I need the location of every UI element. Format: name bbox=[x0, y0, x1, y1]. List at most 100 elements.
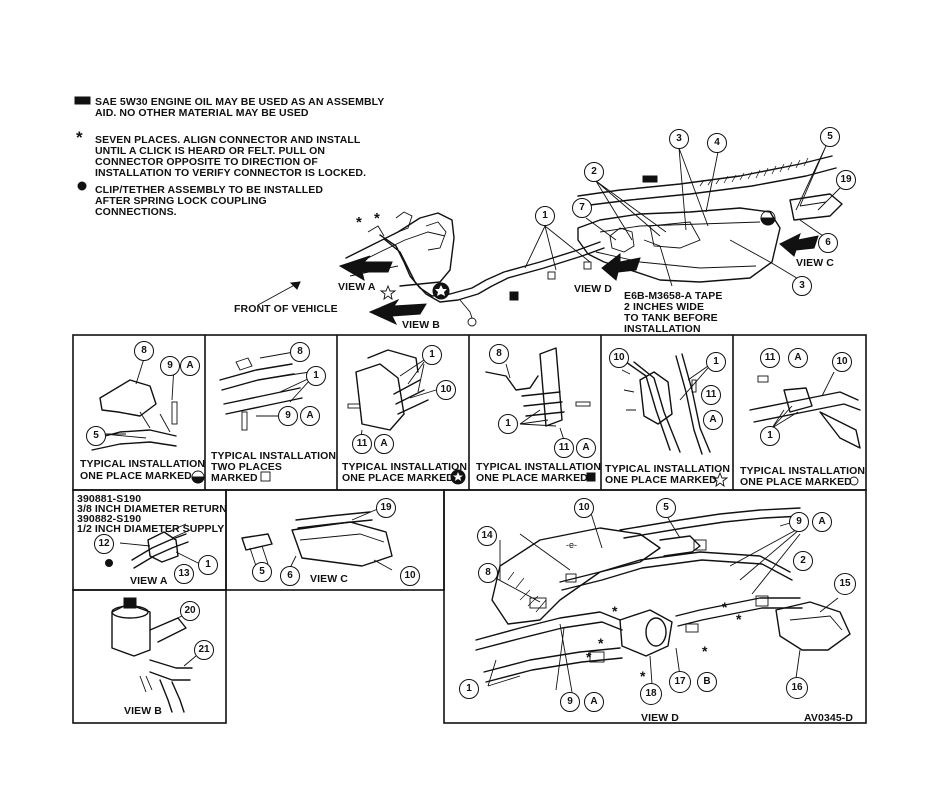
typ4-caption-line-1: TYPICAL INSTALLATION bbox=[476, 461, 602, 473]
typ2-callout-9: 9 bbox=[278, 406, 298, 426]
svg-text:*: * bbox=[586, 649, 592, 665]
typ2-callout-a: A bbox=[300, 406, 320, 426]
overview-callout-5: 5 bbox=[820, 127, 840, 147]
typ1-callout-5: 5 bbox=[86, 426, 106, 446]
overview-callout-6: 6 bbox=[818, 233, 838, 253]
typical-panel-3-art bbox=[347, 349, 437, 445]
view-d-callout-16: 16 bbox=[786, 677, 808, 699]
view-a-callout-1: 1 bbox=[198, 555, 218, 575]
typ6-callout-a: A bbox=[788, 348, 808, 368]
open-star-marker bbox=[711, 471, 729, 488]
figure-id: AV0345-D bbox=[804, 712, 854, 724]
typ5-callout-1: 1 bbox=[706, 352, 726, 372]
typ1-caption-line-1: TYPICAL INSTALLATION bbox=[80, 458, 206, 470]
typical-panel-2-art bbox=[219, 351, 311, 431]
view-b-callout-21: 21 bbox=[194, 640, 214, 660]
typical-panel-4-art bbox=[485, 347, 591, 441]
view-c-callout-10: 10 bbox=[400, 566, 420, 586]
view-d-callout-9b: 9 bbox=[560, 692, 580, 712]
view-d-callout-2: 2 bbox=[793, 551, 813, 571]
typ2-caption-line-1: TYPICAL INSTALLATION bbox=[211, 450, 337, 462]
typ3-callout-10: 10 bbox=[436, 380, 456, 400]
black-bar-symbol bbox=[74, 96, 91, 105]
view-a-part-1: 390881-S190 bbox=[77, 493, 142, 505]
typ1-caption-line-2: ONE PLACE MARKED bbox=[80, 470, 192, 482]
overview-callout-7: 7 bbox=[572, 198, 592, 218]
typical-panel-5-art bbox=[621, 353, 711, 455]
typ4-callout-1: 1 bbox=[498, 414, 518, 434]
typ6-callout-11: 11 bbox=[760, 348, 780, 368]
open-circle-marker bbox=[849, 476, 859, 486]
svg-text:*: * bbox=[736, 611, 742, 627]
view-d-arrow-label: VIEW D bbox=[574, 283, 612, 295]
typ1-callout-a: A bbox=[180, 356, 200, 376]
panel-borders bbox=[72, 334, 867, 724]
overview-drawing: * * bbox=[257, 145, 843, 327]
front-of-vehicle-label: FRONT OF VEHICLE bbox=[234, 303, 338, 315]
typ4-callout-a: A bbox=[576, 438, 596, 458]
view-d-panel-label: VIEW D bbox=[641, 712, 679, 724]
typ5-callout-a: A bbox=[703, 410, 723, 430]
view-c-callout-5: 5 bbox=[252, 562, 272, 582]
note-connector-line-3: CONNECTOR OPPOSITE TO DIRECTION OF bbox=[95, 156, 318, 168]
view-a-part-2: 3/8 INCH DIAMETER RETURN bbox=[77, 503, 227, 515]
typical-markers bbox=[191, 469, 859, 488]
overview-callout-3: 3 bbox=[669, 129, 689, 149]
view-a-part-4: 1/2 INCH DIAMETER SUPPLY bbox=[77, 523, 225, 535]
bullet-symbol bbox=[77, 181, 87, 191]
view-d-callout-17: 17 bbox=[669, 671, 691, 693]
overview-callout-4: 4 bbox=[707, 133, 727, 153]
view-a-callout-13: 13 bbox=[174, 564, 194, 584]
svg-text:*: * bbox=[374, 210, 380, 227]
tape-note-line-3: TO TANK BEFORE bbox=[624, 312, 718, 324]
typ2-caption-line-2: TWO PLACES bbox=[211, 461, 282, 473]
view-c-panel-label: VIEW C bbox=[310, 573, 348, 585]
view-b-panel-label: VIEW B bbox=[124, 705, 162, 717]
view-a-arrow-label: VIEW A bbox=[338, 281, 376, 293]
asterisk-symbol: * bbox=[76, 128, 83, 147]
typ1-callout-9: 9 bbox=[160, 356, 180, 376]
typ4-caption-line-2: ONE PLACE MARKED bbox=[476, 472, 588, 484]
view-d-art: -e- * * * * * * * bbox=[475, 507, 851, 693]
note-connector-line-2: UNTIL A CLICK IS HEARD OR FELT. PULL ON bbox=[95, 145, 326, 157]
typ3-caption-line-2: ONE PLACE MARKED bbox=[342, 472, 454, 484]
view-a-part-3: 390882-S190 bbox=[77, 513, 142, 525]
overview-callout-19: 19 bbox=[836, 170, 856, 190]
svg-text:*: * bbox=[356, 214, 362, 231]
typ6-caption-line-1: TYPICAL INSTALLATION bbox=[740, 465, 866, 477]
typ5-callout-10: 10 bbox=[609, 348, 629, 368]
overview-callout-1: 1 bbox=[535, 206, 555, 226]
overview-callout-3b: 3 bbox=[792, 276, 812, 296]
view-c-callout-19: 19 bbox=[376, 498, 396, 518]
view-c-art bbox=[241, 507, 393, 571]
view-d-callout-b: B bbox=[697, 672, 717, 692]
view-d-callout-10: 10 bbox=[574, 498, 594, 518]
typical-panel-6-art bbox=[749, 371, 861, 449]
typ2-callout-1: 1 bbox=[306, 366, 326, 386]
typ3-caption-line-1: TYPICAL INSTALLATION bbox=[342, 461, 468, 473]
typ2-callout-8: 8 bbox=[290, 342, 310, 362]
svg-text:*: * bbox=[640, 668, 646, 684]
typ3-callout-11: 11 bbox=[352, 434, 372, 454]
black-square-marker bbox=[586, 472, 596, 482]
view-d-callout-18: 18 bbox=[640, 683, 662, 705]
view-a-panel-label: VIEW A bbox=[130, 575, 168, 587]
svg-text:*: * bbox=[722, 599, 728, 615]
view-c-arrow-label: VIEW C bbox=[796, 257, 834, 269]
typ5-callout-11: 11 bbox=[701, 385, 721, 405]
tape-note-line-1: E6B-M3658-A TAPE bbox=[624, 290, 723, 302]
typ4-callout-8: 8 bbox=[489, 344, 509, 364]
typ6-caption-line-2: ONE PLACE MARKED bbox=[740, 476, 852, 488]
typ2-caption-line-3: MARKED bbox=[211, 472, 258, 484]
view-b-art bbox=[111, 597, 197, 713]
note-clip-line-1: CLIP/TETHER ASSEMBLY TO BE INSTALLED bbox=[95, 184, 324, 196]
svg-text:-e-: -e- bbox=[566, 540, 577, 550]
view-d-callout-5: 5 bbox=[656, 498, 676, 518]
view-d-callout-1: 1 bbox=[459, 679, 479, 699]
svg-text:*: * bbox=[598, 635, 604, 651]
view-d-callout-15: 15 bbox=[834, 573, 856, 595]
note-connector-line-4: INSTALLATION TO VERIFY CONNECTOR IS LOCK… bbox=[95, 167, 367, 179]
typ6-callout-1: 1 bbox=[760, 426, 780, 446]
view-b-callout-20: 20 bbox=[180, 601, 200, 621]
note-symbols: * bbox=[74, 96, 91, 191]
